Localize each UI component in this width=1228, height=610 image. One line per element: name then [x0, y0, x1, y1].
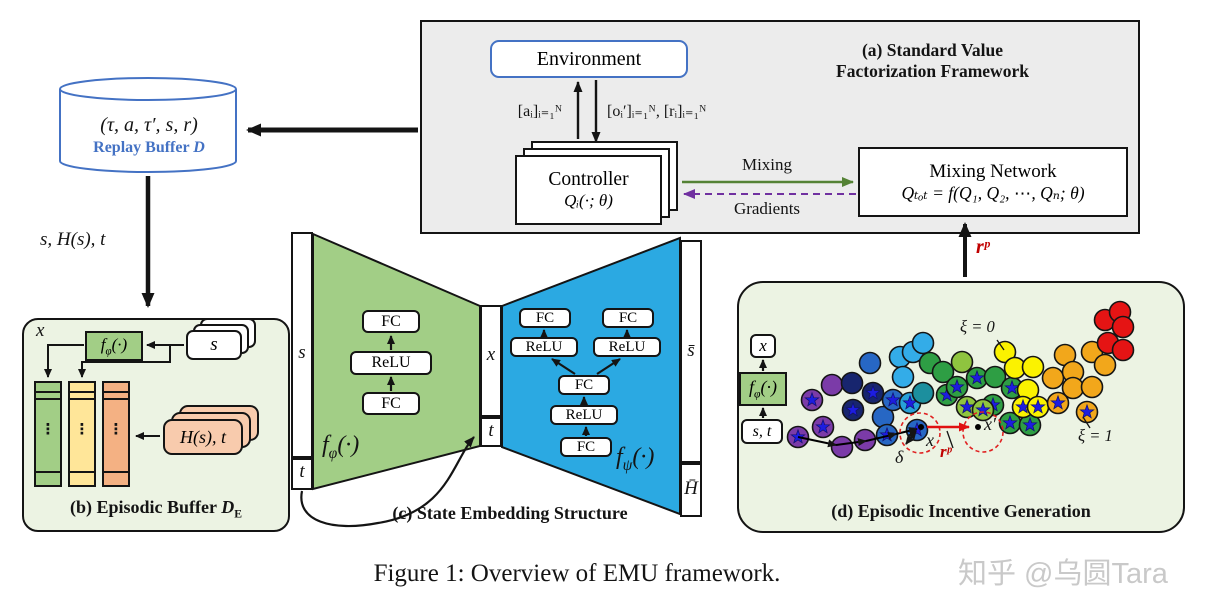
enc-fc-bottom: FC: [362, 392, 420, 415]
panel-a-title-line1: (a) Standard Value: [861, 40, 1003, 60]
panel-b-fphi-box: fφ(·): [85, 331, 143, 361]
panel-b-caption-text: (b) Episodic Buffer: [70, 497, 222, 517]
controller-q-label: Qᵢ(·; θ): [564, 191, 613, 210]
mixing-network-box: Mixing Network Qₜₒₜ = f(Q₁, Q₂, ⋯, Qₙ; θ…: [858, 147, 1128, 217]
enc-relu-label: ReLU: [371, 354, 411, 371]
panel-a-title-line2: Factorization Framework: [836, 61, 1029, 81]
enc-fc-top-label: FC: [381, 312, 401, 330]
state-bar-s-label: s: [298, 342, 306, 363]
panel-d-st-label: s, t: [752, 422, 772, 440]
watermark: 知乎 @乌圆Tara: [958, 558, 1168, 590]
panel-c-caption: (c) State Embedding Structure: [392, 503, 628, 523]
s-card-label: s: [210, 334, 218, 355]
enc-relu: ReLU: [350, 351, 432, 375]
environment-label: Environment: [536, 47, 642, 70]
episodic-column-yellow: [68, 381, 96, 487]
xi1-label: ξ = 1: [1078, 426, 1113, 445]
panel-b-caption: (b) Episodic Buffer DE: [22, 497, 290, 521]
dec-relu-left-label: ReLU: [525, 338, 563, 355]
gradients-arrow-label: Gradients: [733, 199, 801, 218]
controller-box: Controller Qᵢ(·; θ): [515, 155, 662, 225]
replay-buffer-name-d: D: [193, 139, 205, 156]
panel-d-fphi-label: fφ(·): [749, 377, 777, 401]
column-ellipsis-2: ⋮: [74, 422, 90, 438]
dec-relu-mid: ReLU: [550, 405, 618, 425]
dec-arrow-4: [596, 358, 621, 375]
xi0-label: ξ = 0: [960, 317, 995, 336]
dec-relu-mid-label: ReLU: [565, 406, 603, 423]
encoder-fphi-label: fφ(·): [322, 432, 360, 462]
column-ellipsis-3: ⋮: [108, 422, 124, 438]
mixing-network-eq: Qₜₒₜ = f(Q₁, Q₂, ⋯, Qₙ; θ): [901, 182, 1085, 203]
state-bar-t-label: t: [299, 461, 305, 482]
recon-bar-h-label: H̄: [684, 478, 698, 499]
panel-b-x-label: x: [36, 320, 45, 341]
environment-box: Environment: [490, 40, 688, 78]
episodic-column-green: [34, 381, 62, 487]
sample-label: s, H(s), t: [40, 229, 106, 250]
dec-arrow-3: [551, 358, 576, 375]
replay-buffer-name: Replay Buffer D: [62, 139, 236, 157]
h-card-label: H(s), t: [180, 426, 226, 447]
controller-title: Controller: [548, 169, 629, 190]
panel-d-fphi-box: fφ(·): [739, 372, 787, 406]
panel-d-st-box: s, t: [741, 419, 783, 444]
dec-fc-bottom-label: FC: [576, 438, 596, 455]
dec-relu-right: ReLU: [593, 337, 661, 357]
xprime-point-label: x′: [984, 414, 996, 434]
embed-bar-t-label: t: [488, 420, 494, 441]
h-card: H(s), t: [163, 419, 243, 455]
x-point-label: x: [926, 430, 934, 450]
panel-d-x-label: x: [759, 336, 767, 355]
obs-reward-label: [oᵢ′]ᵢ₌₁ᴺ, [rᵢ]ᵢ₌₁ᴺ: [607, 103, 707, 120]
enc-fc-bottom-label: FC: [381, 394, 401, 412]
recon-bar-h: [680, 463, 702, 517]
dec-relu-left: ReLU: [510, 337, 578, 357]
enc-fc-top: FC: [362, 310, 420, 333]
dec-relu-right-label: ReLU: [608, 338, 646, 355]
dec-fc-bottom: FC: [560, 437, 612, 457]
dec-fc-top-left: FC: [519, 308, 571, 328]
panel-d-caption: (d) Episodic Incentive Generation: [831, 501, 1091, 521]
replay-buffer-tuple: (τ, a, τ′, s, r): [100, 114, 198, 136]
actions-label: [aᵢ]ᵢ₌₁ᴺ: [517, 103, 563, 120]
mixing-arrow-label: Mixing: [741, 155, 793, 174]
recon-bar-s: [680, 240, 702, 463]
mixing-network-title: Mixing Network: [929, 160, 1057, 182]
delta-label: δ: [895, 447, 904, 467]
replay-buffer-cylinder-top: [59, 77, 237, 101]
episodic-column-orange: [102, 381, 130, 487]
figure-caption: Figure 1: Overview of EMU framework.: [373, 560, 781, 587]
dec-fc-tl-label: FC: [535, 309, 555, 326]
recon-bar-s-label: s̄: [687, 340, 695, 361]
column-ellipsis-1: ⋮: [40, 422, 56, 438]
incentive-rp-label: rᵖ: [976, 236, 990, 258]
panel-d-x-box: x: [750, 334, 776, 358]
dec-fc-mid-label: FC: [574, 376, 594, 393]
decoder-fpsi-label: fψ(·): [616, 444, 655, 474]
dec-fc-mid: FC: [558, 375, 610, 395]
panel-b-caption-d: D: [221, 497, 235, 517]
replay-buffer-name-text: Replay Buffer: [93, 139, 194, 156]
s-card: s: [186, 330, 242, 360]
embed-bar-x-label: x: [486, 344, 496, 365]
panel-b-fphi-label: fφ(·): [100, 334, 128, 358]
panel-b-caption-sub: E: [234, 507, 242, 521]
dec-fc-top-right: FC: [602, 308, 654, 328]
dec-fc-tr-label: FC: [618, 309, 638, 326]
rp-small-label: rᵖ: [940, 442, 952, 461]
